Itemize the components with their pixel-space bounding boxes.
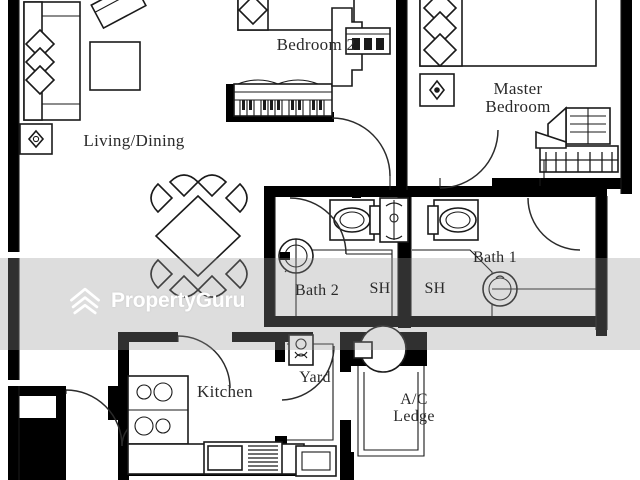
- cooker-hob: [127, 375, 189, 445]
- dining-set: [150, 174, 248, 298]
- master-bedroom-furniture: [419, 0, 619, 189]
- toilet-wc-bath2: [329, 199, 381, 241]
- desk-and-chair: [535, 106, 619, 173]
- wash-basin-bath2: [278, 238, 314, 316]
- wash-basin-bath1: [482, 271, 596, 307]
- living-dining-furniture: [19, 0, 248, 447]
- upright-piano: [233, 79, 333, 117]
- toilet-wc-bath1: [427, 199, 479, 241]
- plumbing-riser: [379, 197, 409, 243]
- bathroom-fixtures: [278, 197, 596, 316]
- thin-partitions: [18, 0, 622, 480]
- kitchen-sink: [203, 441, 283, 475]
- water-tank: [353, 325, 407, 373]
- kitchen-fixtures: [127, 325, 407, 477]
- sofa-cushions: [24, 28, 56, 96]
- washing-machine: [288, 334, 314, 366]
- wardrobe: [331, 7, 391, 87]
- bedroom-2-furniture: [233, 0, 391, 190]
